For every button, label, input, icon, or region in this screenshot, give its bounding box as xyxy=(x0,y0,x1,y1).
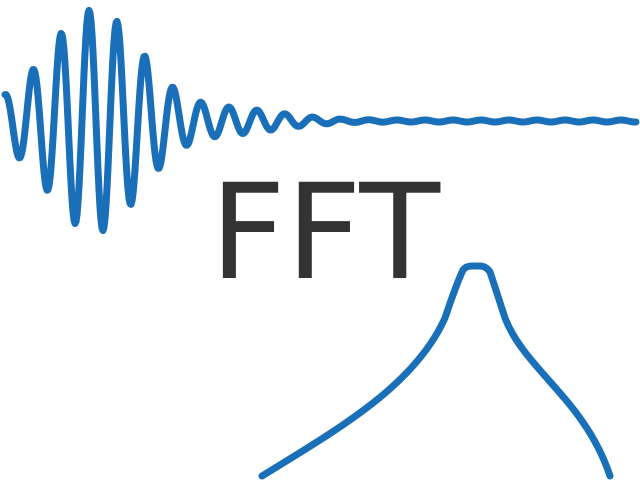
frequency-spectrum-peak-icon xyxy=(258,262,614,480)
time-signal-wave-icon xyxy=(1,6,640,234)
logo-title: FFT xyxy=(210,156,442,310)
